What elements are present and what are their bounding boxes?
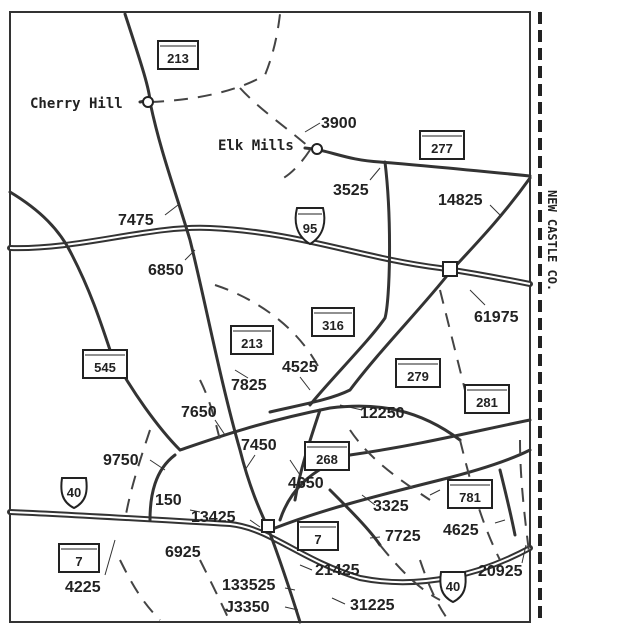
svg-text:781: 781 xyxy=(459,490,481,505)
cherry-hill-marker xyxy=(142,96,154,108)
count-label: 3325 xyxy=(373,498,409,515)
count-label: 3900 xyxy=(321,115,357,132)
count-label: 7450 xyxy=(241,437,277,454)
count-label: 31225 xyxy=(350,597,395,614)
count-label: 4525 xyxy=(282,359,318,376)
elk-mills-marker xyxy=(311,143,323,155)
svg-text:213: 213 xyxy=(241,336,263,351)
svg-text:40: 40 xyxy=(67,485,81,500)
shield-545: 545 xyxy=(82,349,128,379)
count-label: 9750 xyxy=(103,452,139,469)
count-label: 20925 xyxy=(478,563,523,580)
svg-text:95: 95 xyxy=(303,221,317,236)
count-label: 7650 xyxy=(181,404,217,421)
count-label: 4625 xyxy=(443,522,479,539)
count-label: 150 xyxy=(155,492,182,509)
dashed-roads xyxy=(119,13,531,623)
solid-roads xyxy=(8,12,532,624)
shield-interstate-95: 95 xyxy=(294,207,326,246)
shield-279: 279 xyxy=(395,358,441,388)
shield-us-40-east: 40 xyxy=(439,571,467,604)
shield-213-north: 213 xyxy=(157,40,199,70)
svg-text:281: 281 xyxy=(476,395,498,410)
count-label: 61975 xyxy=(474,309,519,326)
count-label: 3525 xyxy=(333,182,369,199)
shield-281: 281 xyxy=(464,384,510,414)
svg-text:277: 277 xyxy=(431,141,453,156)
place-label-cherry-hill: Cherry Hill xyxy=(30,96,123,112)
shield-268: 268 xyxy=(304,441,350,471)
interchange-us40 xyxy=(261,519,275,533)
count-label: 12250 xyxy=(360,405,405,422)
svg-text:279: 279 xyxy=(407,369,429,384)
shield-7-center: 7 xyxy=(297,521,339,551)
count-label: 133525 xyxy=(222,577,275,594)
svg-text:316: 316 xyxy=(322,318,344,333)
svg-text:40: 40 xyxy=(446,579,460,594)
shield-213-south: 213 xyxy=(230,325,274,355)
shield-781: 781 xyxy=(447,479,493,509)
count-label: 13425 xyxy=(191,509,236,526)
svg-text:7: 7 xyxy=(75,554,82,569)
count-label: 7825 xyxy=(231,377,267,394)
interstate-95-road xyxy=(7,224,533,287)
count-label: 21425 xyxy=(315,562,360,579)
county-label: NEW CASTLE CO. xyxy=(545,190,559,291)
count-label: 14825 xyxy=(438,192,483,209)
shield-277: 277 xyxy=(419,130,465,160)
interchange-i95 xyxy=(442,261,458,277)
svg-text:7: 7 xyxy=(314,532,321,547)
shield-7-west: 7 xyxy=(58,543,100,573)
shield-316: 316 xyxy=(311,307,355,337)
count-label: 6850 xyxy=(148,262,184,279)
count-label: 7725 xyxy=(385,528,421,545)
count-label: 6925 xyxy=(165,544,201,561)
count-label: 4225 xyxy=(65,579,101,596)
count-label: 4650 xyxy=(288,475,324,492)
count-label: J3350 xyxy=(225,599,270,616)
count-arrows xyxy=(104,122,527,611)
svg-text:545: 545 xyxy=(94,360,116,375)
map-frame xyxy=(9,11,531,623)
shield-us-40-west: 40 xyxy=(60,477,88,510)
svg-text:213: 213 xyxy=(167,51,189,66)
count-label: 7475 xyxy=(118,212,154,229)
svg-text:268: 268 xyxy=(316,452,338,467)
place-label-elk-mills: Elk Mills xyxy=(218,138,294,154)
traffic-count-labels: 3900 3525 14825 7475 6850 61975 7825 452… xyxy=(65,115,523,616)
